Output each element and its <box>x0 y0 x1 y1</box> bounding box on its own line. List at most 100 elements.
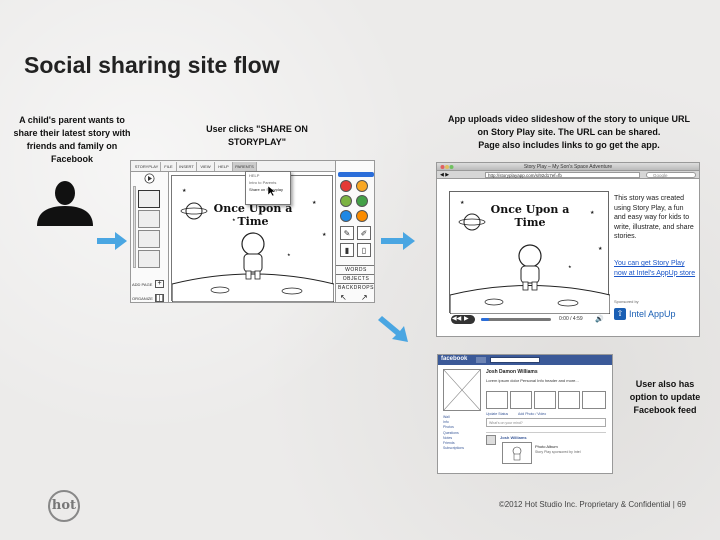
nav-photos[interactable]: Photos <box>443 425 454 430</box>
objects-tab[interactable]: OBJECTS <box>336 274 374 283</box>
profile-photo-placeholder <box>443 369 481 411</box>
nav-subscriptions[interactable]: Subscriptions <box>443 446 465 451</box>
rewind-icon[interactable]: ◀◀ <box>452 316 462 322</box>
svg-text:★: ★ <box>568 264 572 269</box>
svg-text:★: ★ <box>182 188 187 194</box>
story-illustration: ★ ★ ★ ★ ★ <box>172 188 334 302</box>
svg-text:★: ★ <box>590 210 595 216</box>
caption-step3-line3: Page also includes links to go get the a… <box>478 140 660 150</box>
thumbnail-scrollbar[interactable] <box>133 186 136 268</box>
undo-icon[interactable]: ↖ <box>340 293 347 302</box>
fb-profile-name: Josh Damon Williams <box>486 369 538 375</box>
dropdown-item-help[interactable]: HELP <box>249 173 260 178</box>
marker-tool-icon[interactable]: ▮ <box>340 243 354 257</box>
window-controls-icon[interactable] <box>440 164 454 170</box>
nav-back-forward-icon[interactable]: ◀ ▶ <box>440 172 450 178</box>
fb-tab-update-status[interactable]: Update Status <box>486 412 509 416</box>
fb-tab-add-photo[interactable]: Add Photo / Video <box>518 412 547 416</box>
browser-title-bar: Story Play – My Son's Space Adventure <box>437 163 699 171</box>
browser-screenshot: Story Play – My Son's Space Adventure ◀ … <box>436 162 700 337</box>
fb-photo-thumb[interactable] <box>582 391 606 409</box>
url-input[interactable]: http://storyplayapp.com/s/92d17ef=fb <box>485 172 640 178</box>
caption-step2: User clicks "SHARE ON STORYPLAY" <box>206 124 308 147</box>
fb-post-sub: Story Play sponsored by Intel <box>535 450 581 454</box>
caption-step3-line1: App uploads video slideshow of the story… <box>447 114 690 124</box>
caption-step3-line2: on Story Play site. The URL can be share… <box>477 127 661 137</box>
svg-text:★: ★ <box>232 217 236 222</box>
progress-fill <box>481 318 490 321</box>
toolbox-panel: ✎ ✐ ▮ ▯ WORDS OBJECTS BACKDROPS ↖ ↗ <box>335 161 374 302</box>
video-player-bar: ◀◀ ▶ 0:00 / 4:59 🔊 <box>449 313 609 326</box>
add-page-button[interactable]: + <box>155 280 164 288</box>
organize-grid-icon[interactable] <box>155 294 164 302</box>
appup-store-link[interactable]: You can get Story Play now at Intel's Ap… <box>614 260 696 277</box>
svg-text:★: ★ <box>287 252 291 257</box>
menu-file[interactable]: FILE <box>161 162 177 171</box>
play-icon[interactable]: ▶ <box>464 316 469 322</box>
crayon-tool-icon[interactable]: ▯ <box>357 243 371 257</box>
dropdown-item-intro[interactable]: Intro to Parents <box>249 180 277 185</box>
words-tab[interactable]: WORDS <box>336 265 374 274</box>
add-page-label: ADD PAGE <box>132 282 153 287</box>
menu-parents[interactable]: PARENTS <box>233 162 257 171</box>
fb-post-image[interactable] <box>502 442 532 464</box>
nav-notes[interactable]: Notes <box>443 435 453 440</box>
fb-divider <box>486 432 606 433</box>
swatch-orange[interactable] <box>356 210 368 222</box>
hot-studio-logo: hot <box>48 490 80 522</box>
video-illustration: ★ ★ ★ ★ <box>450 200 610 314</box>
swatch-yellow[interactable] <box>356 180 368 192</box>
fb-photo-thumb[interactable] <box>558 391 580 409</box>
video-time: 0:00 / 4:59 <box>559 316 583 322</box>
menu-insert[interactable]: INSERT <box>177 162 197 171</box>
fb-search-input[interactable] <box>490 357 540 363</box>
brush-tool-icon[interactable]: ✐ <box>357 226 371 240</box>
svg-text:★: ★ <box>322 232 327 238</box>
thumbnail-page[interactable] <box>138 210 160 228</box>
menu-storyplay[interactable]: STORYPLAY <box>133 162 161 171</box>
facebook-logo[interactable]: facebook <box>441 356 468 362</box>
fb-photo-thumb[interactable] <box>486 391 508 409</box>
sponsored-label: Sponsored by <box>614 299 639 304</box>
nav-questions[interactable]: Questions <box>443 430 459 435</box>
thumbnail-page[interactable] <box>138 250 160 268</box>
flow-arrow-2-icon <box>381 232 415 250</box>
browser-search-input[interactable]: Google <box>646 172 696 178</box>
dropdown-item-share[interactable]: Share on Storyplay <box>249 187 284 192</box>
thumbnail-page[interactable] <box>138 230 160 248</box>
intel-appup-logo[interactable]: Intel AppUp <box>629 309 676 319</box>
fb-left-nav: Wall Info Photos Questions Notes Friends… <box>443 415 483 451</box>
fb-post-avatar <box>486 435 496 445</box>
color-slider[interactable] <box>338 172 374 177</box>
progress-track[interactable] <box>481 318 551 321</box>
pencil-tool-icon[interactable]: ✎ <box>340 226 354 240</box>
redo-icon[interactable]: ↗ <box>361 293 368 302</box>
svg-text:★: ★ <box>598 246 603 252</box>
fb-intro-text: Lorem ipsum dolor Personal Info header a… <box>486 378 579 383</box>
play-circle-icon[interactable] <box>144 173 155 184</box>
mouse-cursor-icon <box>267 185 277 197</box>
editor-screenshot: STORYPLAY FILE INSERT VIEW HELP PARENTS … <box>130 160 375 303</box>
fb-status-input[interactable]: What's on your mind? <box>486 418 606 427</box>
intel-logo-icon: ⇧ <box>614 308 626 320</box>
nav-wall[interactable]: Wall <box>443 415 450 419</box>
story-video-frame[interactable]: ★ ★ ★ ★ Once Upon a Time <box>449 191 610 314</box>
fb-photo-thumb[interactable] <box>534 391 556 409</box>
facebook-screenshot: facebook Wall Info Photos Questions Note… <box>437 354 613 474</box>
thumbnail-page[interactable] <box>138 190 160 208</box>
user-silhouette-icon <box>37 181 93 226</box>
swatch-red[interactable] <box>340 180 352 192</box>
fb-photo-thumb[interactable] <box>510 391 532 409</box>
nav-info[interactable]: Info <box>443 420 449 425</box>
menu-help[interactable]: HELP <box>215 162 233 171</box>
backdrops-tab[interactable]: BACKDROPS <box>336 283 374 292</box>
swatch-green[interactable] <box>356 195 368 207</box>
swatch-blue[interactable] <box>340 210 352 222</box>
swatch-lightgreen[interactable] <box>340 195 352 207</box>
fb-notifications-icon[interactable] <box>476 357 486 363</box>
menu-view[interactable]: VIEW <box>197 162 215 171</box>
nav-friends[interactable]: Friends <box>443 441 455 446</box>
fb-post-author[interactable]: Josh Williams <box>500 435 527 440</box>
caption-step3: App uploads video slideshow of the story… <box>436 113 702 152</box>
volume-icon[interactable]: 🔊 <box>595 316 604 323</box>
